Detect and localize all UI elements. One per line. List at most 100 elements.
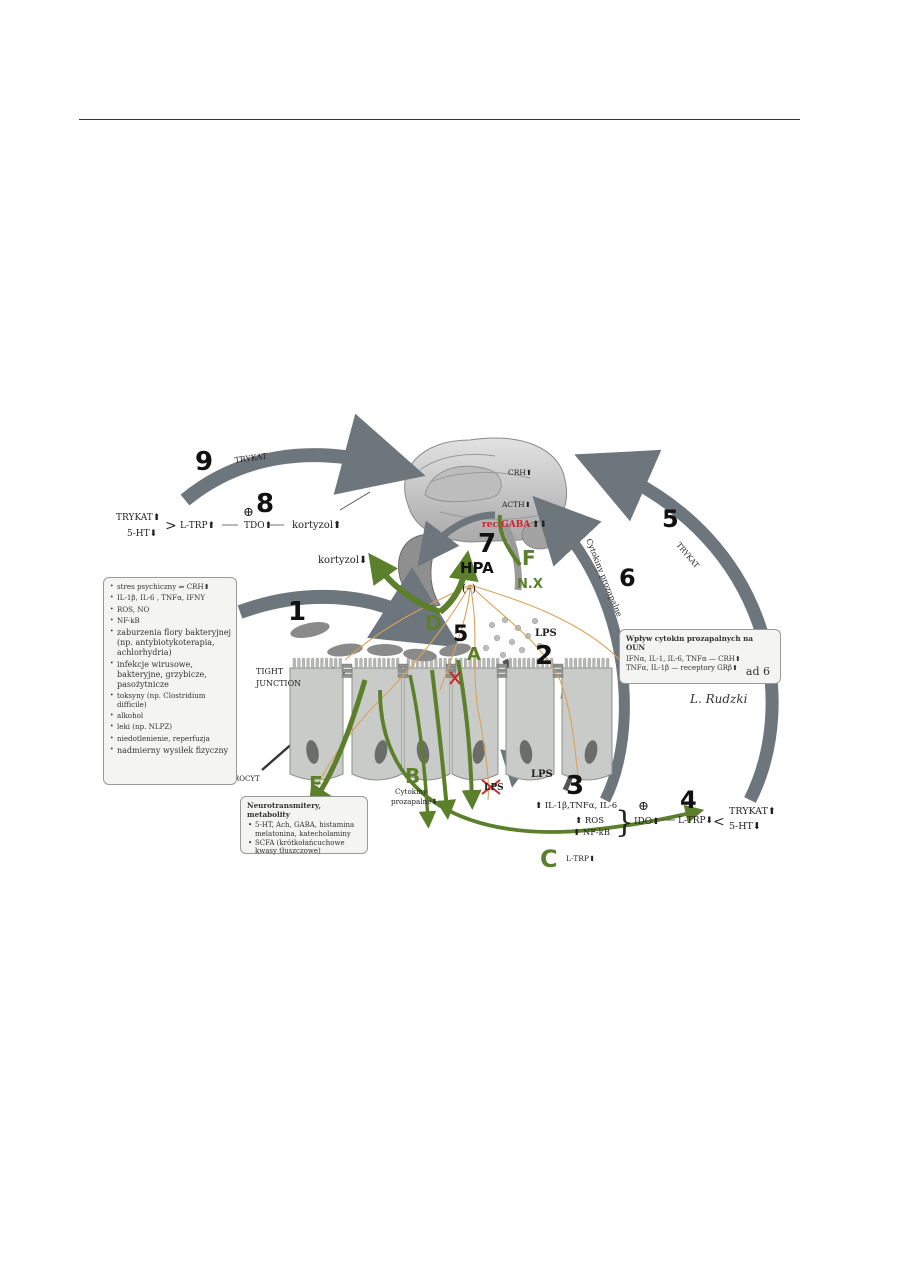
- microvillus: [382, 657, 386, 670]
- label-pathway-D: D: [425, 611, 442, 635]
- microvillus: [518, 657, 522, 670]
- microvillus: [522, 657, 526, 670]
- label-trykat-arc-right: TRYKAT: [674, 541, 701, 570]
- microvillus: [606, 657, 610, 670]
- label-kortyzol-down: kortyzol⬇: [318, 555, 367, 566]
- arrow-C: [378, 689, 705, 834]
- tight-junction: [496, 673, 508, 678]
- cytokine-box-line-1: IFNα, IL-1, IL-6, TNFα — CRH⬆: [626, 654, 741, 663]
- author-signature: L. Rudzki: [689, 692, 748, 706]
- label-lps-bottom: LPS: [531, 769, 553, 780]
- microvillus: [377, 657, 381, 670]
- oplus-right-icon: ⊕: [638, 799, 649, 814]
- microvillus: [536, 657, 540, 670]
- label-lps-top: LPS: [535, 628, 557, 639]
- cell-nucleus: [519, 740, 533, 764]
- microvillus: [391, 657, 395, 670]
- tight-junction: [341, 673, 353, 678]
- tight-junction: [445, 663, 457, 668]
- page-header-rule: [79, 119, 800, 120]
- label-cytokiny-2: prozapalne⬇: [391, 797, 438, 806]
- label-pathway-9: 9: [195, 447, 213, 477]
- cause-item: infekcje wirusowe, bakteryjne, grzybicze…: [110, 660, 231, 689]
- label-cytokines: ⬆ IL-1β,TNFα, IL-6: [535, 801, 617, 811]
- microvillus: [587, 657, 591, 670]
- label-pathway-B: B: [405, 764, 420, 788]
- causes-list-box: stres psychiczny ⇒ CRH⬆ IL-1β, IL-6 , TN…: [103, 577, 237, 785]
- label-rec-gaba: rec.GABA: [482, 520, 531, 530]
- arrow-1: [237, 567, 461, 648]
- label-ltrp-left: L-TRP⬆: [180, 521, 215, 531]
- tight-junction: [397, 663, 409, 668]
- arrow-B-1: [430, 669, 457, 820]
- microvillus: [443, 657, 447, 670]
- label-ltrp-c: L-TRP⬆: [566, 854, 595, 863]
- microvillus: [477, 657, 481, 670]
- microvillus: [306, 657, 310, 670]
- cytokine-cns-effects-box: Wpływ cytokin prozapalnych na OUN IFNα, …: [619, 629, 781, 684]
- microvillus: [541, 657, 545, 670]
- microvillus: [569, 657, 573, 670]
- microvillus: [578, 657, 582, 670]
- microvillus: [601, 657, 605, 670]
- arrow-9-trykat: [180, 413, 426, 506]
- tight-junction: [552, 668, 564, 673]
- neurotransmitter-item: 5-HT, Ach, GABA, histamina melatonina, k…: [248, 821, 361, 839]
- label-pathway-4: 4: [680, 786, 697, 814]
- microvillus: [334, 657, 338, 670]
- tight-junction: [496, 668, 508, 673]
- microvillus: [583, 657, 587, 670]
- microvillus: [491, 657, 495, 670]
- label-pathway-3: 3: [566, 771, 584, 801]
- label-pathway-1: 1: [288, 597, 306, 627]
- tight-junction: [552, 663, 564, 668]
- microvillus: [439, 657, 443, 670]
- microvillus: [364, 657, 368, 670]
- cell-nucleus: [584, 740, 598, 764]
- cause-item: nadmierny wysiłek fizyczny: [110, 746, 231, 756]
- microvillus: [508, 657, 512, 670]
- microvillus: [574, 657, 578, 670]
- label-pathway-A: A: [467, 644, 481, 665]
- label-pathway-8: 8: [256, 489, 274, 519]
- cause-item: alkohol: [110, 711, 231, 721]
- microvillus: [354, 657, 358, 670]
- arrow-A: [456, 659, 482, 810]
- cell-nucleus: [374, 740, 388, 764]
- cause-item: ROS, NO: [110, 605, 231, 615]
- tight-junction: [496, 663, 508, 668]
- arrow-7: [417, 511, 496, 567]
- link-kortyzol-arrow: [339, 491, 371, 511]
- label-trykat-left: TRYKAT⬆: [116, 513, 160, 523]
- arrow-B-2: [408, 674, 437, 829]
- label-ido: IDO⬆: [634, 817, 660, 827]
- enterocyte-cell: [561, 667, 613, 781]
- microvillus: [387, 657, 391, 670]
- label-pathway-5-gut: 5: [453, 622, 468, 647]
- label-kortyzol-up: kortyzol⬆: [292, 520, 341, 531]
- cause-item: IL-1β, IL-6 , TNFα, IFNY: [110, 594, 231, 603]
- microvillus: [592, 657, 596, 670]
- arrow-D-left: [368, 552, 442, 615]
- label-pathway-5-right: 5: [662, 505, 679, 533]
- microvillus: [564, 657, 568, 670]
- brace-right-2: <: [713, 814, 725, 830]
- neurotransmitter-item: SCFA (krótkołańcuchowe kwasy tłuszczowe): [248, 839, 361, 857]
- cell-nucleus: [306, 740, 319, 764]
- microvillus: [482, 657, 486, 670]
- label-nerve-x: N.X: [517, 577, 543, 592]
- label-cytokiny-1: Cytokiny: [395, 787, 428, 796]
- blocked-marker: [449, 671, 501, 795]
- label-tight: TIGHT: [256, 667, 284, 676]
- label-ros: ⬆ ROS: [575, 816, 604, 826]
- microvillus: [513, 657, 517, 670]
- arrow-F: [497, 514, 522, 567]
- microvillus: [373, 657, 377, 670]
- microvillus: [302, 657, 306, 670]
- label-pathway-7: 7: [478, 529, 496, 559]
- microvillus: [297, 657, 301, 670]
- neurotransmitters-box: Neurotransmitery, metabolity 5-HT, Ach, …: [240, 796, 368, 857]
- microvillus: [292, 657, 296, 670]
- label-pathway-C: C: [540, 845, 558, 873]
